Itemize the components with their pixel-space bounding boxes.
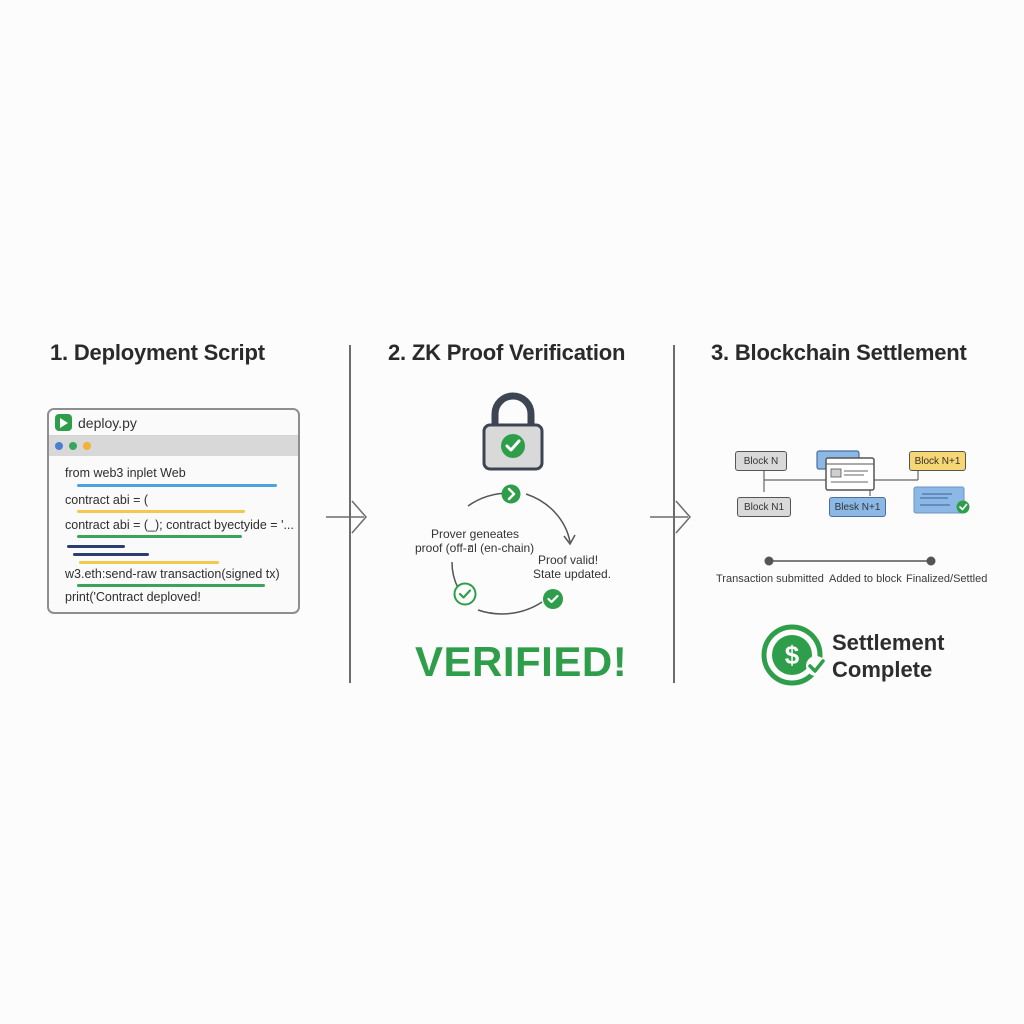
code-underline [79,561,219,564]
settlement-line2: Complete [832,657,933,682]
window-dot-icon [55,442,63,450]
code-line: w3.eth:send-raw transaction(signed tx) [65,567,280,581]
step-2-title: 2. ZK Proof Verification [388,340,626,365]
code-underline [77,584,265,587]
divider-left [349,345,351,683]
block-n-plus-1: Block N+1 [909,451,966,471]
code-underline [77,484,277,487]
prover-text-line2: proof (off-ฮl (en-chain) [415,541,535,555]
settlement-line1: Settlement [832,630,945,655]
editor-toolbar [49,436,298,456]
code-line: print('Contract deploved! [65,590,201,604]
block-n-plus-1-mid: Blesk N+1 [829,497,886,517]
editor-filename: deploy.py [78,414,137,431]
arrow-right-icon [650,500,691,534]
check-circle-icon [543,589,563,609]
code-line: from web3 inplet Web [65,466,186,480]
window-dot-icon [83,442,91,450]
settlement-timeline [764,556,936,566]
dollar-check-icon: $ [761,624,826,686]
code-editor-window: deploy.py from web3 inplet Web contract … [47,408,300,614]
step-3-title: 3. Blockchain Settlement [711,340,967,365]
prover-text-line1: Prover geneates [431,527,520,541]
timeline-label: Transaction submitted [716,573,824,585]
valid-text-line1: Proof valid! [538,553,599,567]
timeline-label: Finalized/Settled [906,573,988,585]
step-1-title: 1. Deployment Script [50,340,265,365]
block-n: Block N [735,451,787,471]
chevron-right-icon [501,484,521,504]
transaction-card-icon [816,450,875,491]
play-icon[interactable] [55,414,72,431]
code-underline [73,553,149,556]
padlock-icon [482,392,544,471]
editor-title-bar: deploy.py [49,410,298,436]
valid-text-line2: State updated. [533,567,612,581]
block-n1: Block N1 [737,497,791,517]
divider-right [673,345,675,683]
svg-text:$: $ [785,640,800,670]
window-dot-icon [69,442,77,450]
code-underline [67,545,125,548]
arrow-right-icon [326,500,367,534]
code-underline [77,535,242,538]
code-line: contract abi = ( [65,493,149,507]
code-underline [77,510,245,513]
timeline-label: Added to block [829,573,902,585]
verified-label: VERIFIED! [415,638,628,685]
settled-card-icon [913,486,970,514]
code-line: contract abi = (_); contract byectyide =… [65,518,294,532]
check-circle-icon [453,582,477,606]
